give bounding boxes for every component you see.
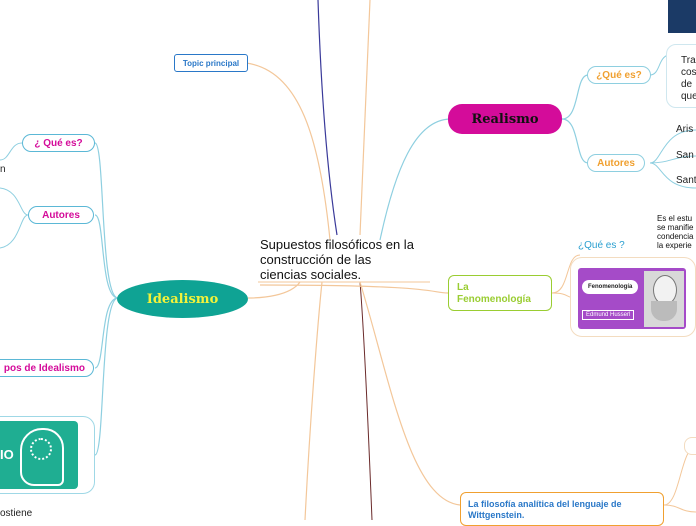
realismo-que-es-node[interactable]: ¿Qué es? bbox=[587, 66, 651, 84]
realismo-desc-line3: de bbox=[681, 79, 693, 90]
fenomenologia-desc-line3: condencia bbox=[657, 232, 694, 241]
idealismo-title: Idealismo bbox=[146, 291, 219, 307]
wittgenstein-child-1[interactable] bbox=[684, 437, 696, 455]
idealismo-badge: IO bbox=[0, 447, 14, 462]
idealismo-head-image: IO bbox=[0, 421, 78, 489]
realismo-node[interactable]: Realismo bbox=[448, 104, 562, 134]
idealismo-tipos-node[interactable]: pos de Idealismo bbox=[0, 359, 94, 377]
fenomenologia-description: Es el estu se manifie condencia la exper… bbox=[657, 214, 696, 250]
realismo-desc-line2: cos bbox=[681, 67, 696, 78]
fenomenologia-desc-line1: Es el estu bbox=[657, 214, 693, 223]
idealismo-que-es-node[interactable]: ¿ Qué es? bbox=[22, 134, 95, 152]
husserl-portrait bbox=[644, 271, 684, 327]
realismo-author-1[interactable]: Aris bbox=[676, 124, 694, 135]
realismo-desc-line4: que bbox=[681, 91, 696, 102]
realismo-author-3[interactable]: Sant bbox=[676, 175, 696, 186]
wittgenstein-line2: Wittgenstein. bbox=[468, 510, 525, 520]
fenomenologia-que-es-label[interactable]: ¿Qué es ? bbox=[578, 240, 625, 251]
realismo-title: Realismo bbox=[471, 111, 539, 127]
husserl-name: Edmund Husserl bbox=[582, 310, 635, 320]
central-topic-line3: ciencias sociales. bbox=[260, 267, 362, 282]
fenomenologia-title-line1: La bbox=[457, 282, 469, 293]
topic-principal-node[interactable]: Topic principal bbox=[174, 54, 248, 72]
idealismo-fragment: n bbox=[0, 164, 6, 175]
idealismo-que-es-label: ¿ Qué es? bbox=[34, 137, 83, 149]
husserl-image: Fenomenología Edmund Husserl bbox=[578, 268, 686, 329]
realismo-que-es-label: ¿Qué es? bbox=[596, 69, 642, 81]
central-topic[interactable]: Supuestos filosóficos en la construcción… bbox=[260, 237, 414, 282]
realismo-author-2[interactable]: San bbox=[676, 150, 694, 161]
corner-panel bbox=[668, 0, 696, 33]
realismo-description-card: Tra cos de que bbox=[666, 44, 696, 108]
idealismo-tipos-label: pos de Idealismo bbox=[3, 362, 85, 374]
fenomenologia-desc-line2: se manifie bbox=[657, 223, 694, 232]
fenomenologia-desc-line4: la experie bbox=[657, 241, 692, 250]
wittgenstein-node[interactable]: La filosofía analítica del lenguaje de W… bbox=[460, 492, 664, 526]
fenomenologia-title-line2: Fenomenología bbox=[457, 294, 531, 305]
realismo-autores-label: Autores bbox=[597, 157, 635, 169]
realismo-desc-line1: Tra bbox=[681, 55, 696, 66]
wittgenstein-line1: La filosofía analítica del lenguaje de bbox=[468, 499, 622, 509]
idealismo-autores-node[interactable]: Autores bbox=[28, 206, 94, 224]
central-topic-line2: construcción de las bbox=[260, 252, 372, 267]
idealismo-node[interactable]: Idealismo bbox=[117, 280, 248, 318]
idealismo-sostiene-text: ostiene bbox=[0, 508, 33, 519]
fenomenologia-node[interactable]: La Fenomenología bbox=[448, 275, 552, 311]
brain-icon bbox=[20, 428, 64, 486]
realismo-autores-node[interactable]: Autores bbox=[587, 154, 645, 172]
central-topic-line1: Supuestos filosóficos en la bbox=[260, 237, 414, 252]
idealismo-autores-label: Autores bbox=[42, 209, 80, 221]
fenomenologia-banner: Fenomenología bbox=[582, 280, 639, 294]
topic-principal-label: Topic principal bbox=[182, 58, 240, 68]
